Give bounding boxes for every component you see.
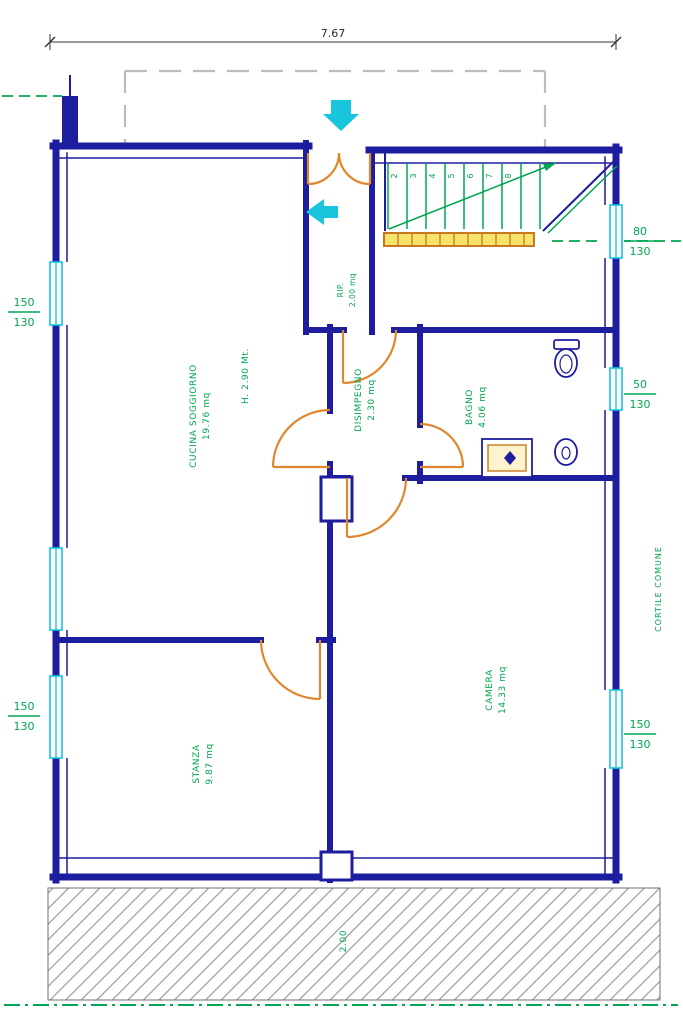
property-boundary-lines (2, 95, 681, 1006)
window-dim-width: 50 (633, 378, 647, 391)
room-label-disimpegno: DISIMPEGNO (354, 368, 364, 432)
walls-interior (53, 140, 619, 883)
stair-number: 7 (485, 173, 494, 178)
overall-dimension-label: 7.67 (321, 27, 346, 40)
entry-arrow-left-icon (306, 199, 338, 225)
entry-arrow-down-icon (323, 100, 359, 131)
doors (259, 152, 465, 701)
window-left-lower (47, 675, 70, 759)
room-area-cucina: 19.76 mq (202, 392, 212, 440)
windows (47, 204, 624, 769)
room-label-camera: CAMERA (485, 669, 495, 711)
bedroom-door (345, 477, 408, 539)
room-area-camera: 14.33 mq (498, 666, 508, 714)
room-label-cucina: CUCINA SOGGIORNO (189, 364, 199, 468)
window-dim-height: 130 (630, 398, 651, 411)
stair-numbers: 2 3 4 5 6 7 8 (390, 173, 513, 178)
room-label-bagno: BAGNO (465, 389, 475, 425)
overall-dimension: 7.67 (44, 27, 622, 50)
room-area-bagno: 4.06 mq (478, 386, 488, 428)
window-dim-left-upper: 150 130 (8, 296, 40, 329)
ground-label: 2.00 (339, 930, 349, 952)
window-dim-width: 150 (630, 718, 651, 731)
window-dim-right-lower: 150 130 (624, 718, 656, 751)
window-dim-width: 150 (14, 700, 35, 713)
window-right-middle (601, 367, 624, 411)
window-dim-height: 130 (630, 245, 651, 258)
window-dim-height: 130 (14, 720, 35, 733)
ceiling-height-note: H. 2.90 Mt. (241, 348, 251, 404)
room-area-rip: 2.00 mq (348, 273, 357, 307)
window-dim-width: 150 (14, 296, 35, 309)
sink-fixture (481, 438, 533, 478)
bidet-fixture (554, 438, 578, 466)
room-area-disimpegno: 2.30 mq (367, 379, 377, 421)
window-right-lower (601, 689, 624, 769)
stair-number: 8 (504, 173, 513, 178)
entry-double-door (306, 152, 372, 186)
kitchen-door (271, 408, 331, 469)
window-dim-right-middle: 50 130 (624, 378, 656, 411)
stair-treads (387, 163, 541, 229)
window-dim-height: 130 (630, 738, 651, 751)
staircase: 2 3 4 5 6 7 8 (383, 153, 618, 247)
window-dim-height: 130 (14, 316, 35, 329)
bathroom-fixtures (481, 339, 580, 478)
window-left-upper (47, 261, 70, 326)
window-right-upper (601, 204, 624, 259)
window-dim-left-lower: 150 130 (8, 700, 40, 733)
room-labels: CUCINA SOGGIORNO 19.76 mq H. 2.90 Mt. RI… (189, 273, 663, 952)
window-dimension-labels: 150 130 150 130 80 130 50 130 150 130 (8, 225, 656, 751)
courtyard-label: CORTILE COMUNE (654, 546, 663, 632)
stair-number: 2 (390, 173, 399, 178)
entrance-arrows (306, 100, 359, 225)
stair-number: 4 (428, 173, 437, 178)
stair-railing (383, 232, 535, 247)
room-label-stanza: STANZA (192, 744, 202, 784)
room-area-stanza: 9.87 mq (205, 743, 215, 785)
toilet-fixture (553, 339, 580, 378)
stair-number: 6 (466, 173, 475, 178)
room-label-rip: RIP. (336, 283, 345, 298)
stair-number: 3 (409, 173, 418, 178)
overhang-dashed-outline (123, 69, 547, 148)
room-door (259, 639, 322, 701)
stair-number: 5 (447, 173, 456, 178)
stair-direction-arrow-icon (543, 163, 556, 171)
ground-hatch-area (47, 887, 661, 1001)
window-left-middle (47, 547, 70, 631)
pillar (62, 75, 78, 143)
storage-door (341, 329, 398, 385)
window-dim-width: 80 (633, 225, 647, 238)
window-dim-right-upper: 80 130 (624, 225, 656, 258)
bathroom-door (419, 422, 465, 469)
